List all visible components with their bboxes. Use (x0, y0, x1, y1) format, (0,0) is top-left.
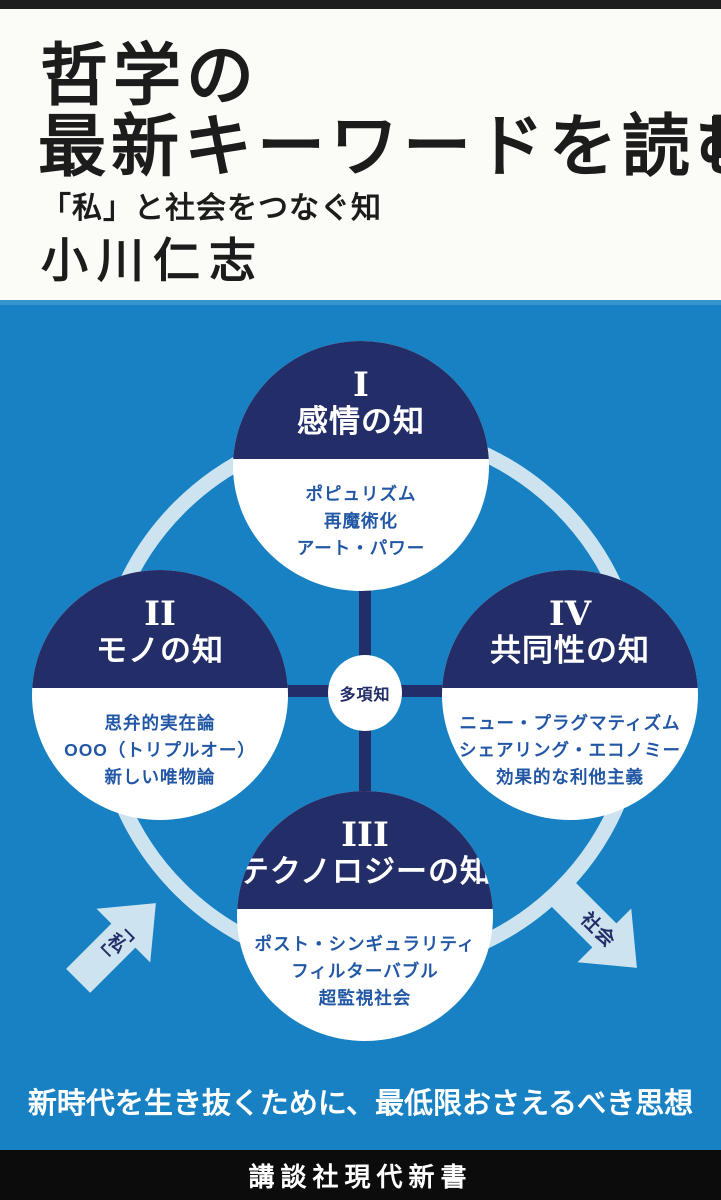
circle-2-name: モノの知 (96, 633, 224, 668)
circle-1-name: 感情の知 (297, 404, 425, 439)
diagram-panel: I 感情の知 ポピュリズム 再魔術化 アート・パワー II モノの知 思弁的実在… (0, 300, 721, 1150)
center-hub-label: 多項知 (339, 687, 391, 704)
keyword: ニュー・プラグマティズム (459, 713, 681, 733)
knowledge-circle-1: I 感情の知 ポピュリズム 再魔術化 アート・パワー (233, 341, 489, 591)
arrow-from-self (51, 876, 183, 1008)
keyword: OOO（トリプルオー） (64, 740, 256, 760)
cover-header: 哲学の 最新キーワードを読む 「私」と社会をつなぐ知 小川仁志 (0, 9, 721, 300)
keyword: ポピュリズム (305, 484, 417, 504)
circle-3-navy-half (237, 791, 493, 909)
publisher-band: 講談社現代新書 (0, 1150, 721, 1200)
book-title-line2: 最新キーワードを読む (38, 109, 721, 185)
cover-tagline: 新時代を生き抜くために、最低限おさえるべき思想 (27, 1088, 694, 1120)
keyword: 新しい唯物論 (104, 767, 216, 787)
circle-3-numeral: III (341, 815, 389, 855)
circle-3-keywords: ポスト・シンギュラリティ フィルターバブル 超監視社会 (237, 931, 493, 1012)
keyword: アート・パワー (296, 538, 426, 558)
author-name: 小川仁志 (41, 234, 265, 287)
keyword: フィルターバブル (291, 961, 439, 981)
circle-4-navy-half (442, 570, 698, 688)
knowledge-circle-3: III テクノロジーの知 ポスト・シンギュラリティ フィルターバブル 超監視社会 (237, 791, 493, 1041)
center-hub-circle: 多項知 (328, 655, 402, 731)
scan-edge-strip (0, 0, 721, 9)
circle-2-numeral: II (144, 594, 176, 634)
circle-2-navy-half (32, 570, 288, 688)
keyword: シェアリング・エコノミー (459, 740, 681, 760)
circle-4-keywords: ニュー・プラグマティズム シェアリング・エコノミー 効果的な利他主義 (442, 710, 698, 791)
circle-4-name: 共同性の知 (490, 633, 650, 668)
book-title-line1: 哲学の (40, 38, 260, 114)
book-subtitle: 「私」と社会をつなぐ知 (41, 192, 382, 225)
circle-1-keywords: ポピュリズム 再魔術化 アート・パワー (233, 481, 489, 562)
arrow-to-society (532, 863, 664, 995)
panel-top-edge (0, 300, 721, 305)
circle-1-numeral: I (353, 365, 369, 405)
circle-1-navy-half (233, 341, 489, 459)
keyword: 思弁的実在論 (104, 713, 216, 733)
block-arrow-icon (547, 878, 637, 968)
keyword: 再魔術化 (324, 511, 398, 531)
keyword: ポスト・シンギュラリティ (254, 934, 476, 954)
circle-3-name: テクノロジーの知 (237, 854, 493, 889)
circle-2-keywords: 思弁的実在論 OOO（トリプルオー） 新しい唯物論 (32, 710, 288, 791)
knowledge-circle-4: IV 共同性の知 ニュー・プラグマティズム シェアリング・エコノミー 効果的な利… (442, 570, 698, 820)
publisher-name: 講談社現代新書 (248, 1161, 473, 1192)
keyword: 効果的な利他主義 (496, 767, 644, 787)
keyword: 超監視社会 (318, 988, 412, 1008)
clipped-glyph-fragment (712, 116, 721, 158)
circle-4-numeral: IV (548, 594, 592, 634)
block-arrow-icon (66, 903, 156, 993)
knowledge-circle-2: II モノの知 思弁的実在論 OOO（トリプルオー） 新しい唯物論 (32, 570, 288, 820)
